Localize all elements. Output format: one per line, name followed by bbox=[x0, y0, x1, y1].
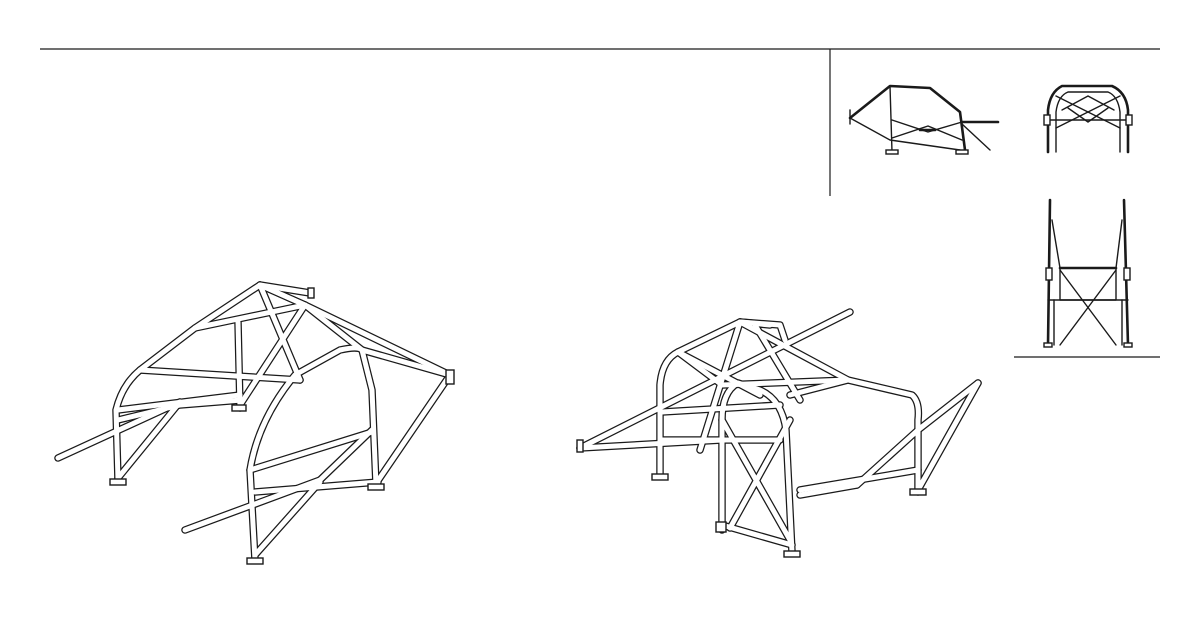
mounting-plates bbox=[576, 439, 927, 558]
isometric-view-rear-right bbox=[576, 308, 982, 558]
orthographic-side-view bbox=[848, 84, 1000, 155]
mounting-plates bbox=[109, 287, 455, 565]
orthographic-top-view bbox=[1043, 198, 1133, 348]
isometric-view-front-left bbox=[54, 281, 455, 565]
title-block-rules bbox=[40, 48, 1160, 358]
orthographic-front-view bbox=[1043, 84, 1133, 154]
